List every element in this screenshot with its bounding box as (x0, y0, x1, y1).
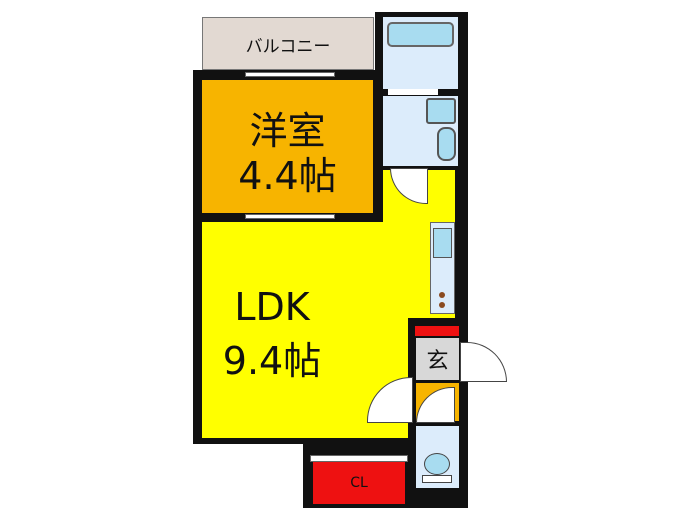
closet-label: CL (350, 475, 368, 491)
entrance-label: 玄 (426, 349, 449, 374)
ldk-size: 9.4帖 (222, 339, 322, 383)
window (245, 72, 335, 77)
shoe-box (415, 326, 459, 336)
bathtub-icon (387, 22, 454, 47)
stove-icon (439, 302, 445, 308)
stove-icon (439, 292, 445, 298)
western-room (202, 80, 373, 213)
ldk (202, 222, 455, 318)
toilet-icon (424, 453, 450, 475)
western-room-size: 4.4帖 (238, 154, 337, 198)
ldk-name: LDK (234, 285, 310, 329)
balcony-label: バルコニー (245, 37, 331, 57)
closet (313, 462, 405, 504)
toilet-tank-icon (422, 475, 452, 483)
front-door[interactable] (460, 342, 507, 382)
entrance (416, 338, 459, 380)
sliding-door (245, 214, 335, 219)
washing-machine-icon (437, 127, 456, 161)
balcony (202, 17, 374, 70)
washbasin-icon (426, 98, 456, 124)
closet-door[interactable] (310, 455, 408, 462)
sink-icon (433, 228, 452, 258)
bath-door (388, 89, 438, 95)
western-room-name: 洋室 (249, 109, 326, 153)
